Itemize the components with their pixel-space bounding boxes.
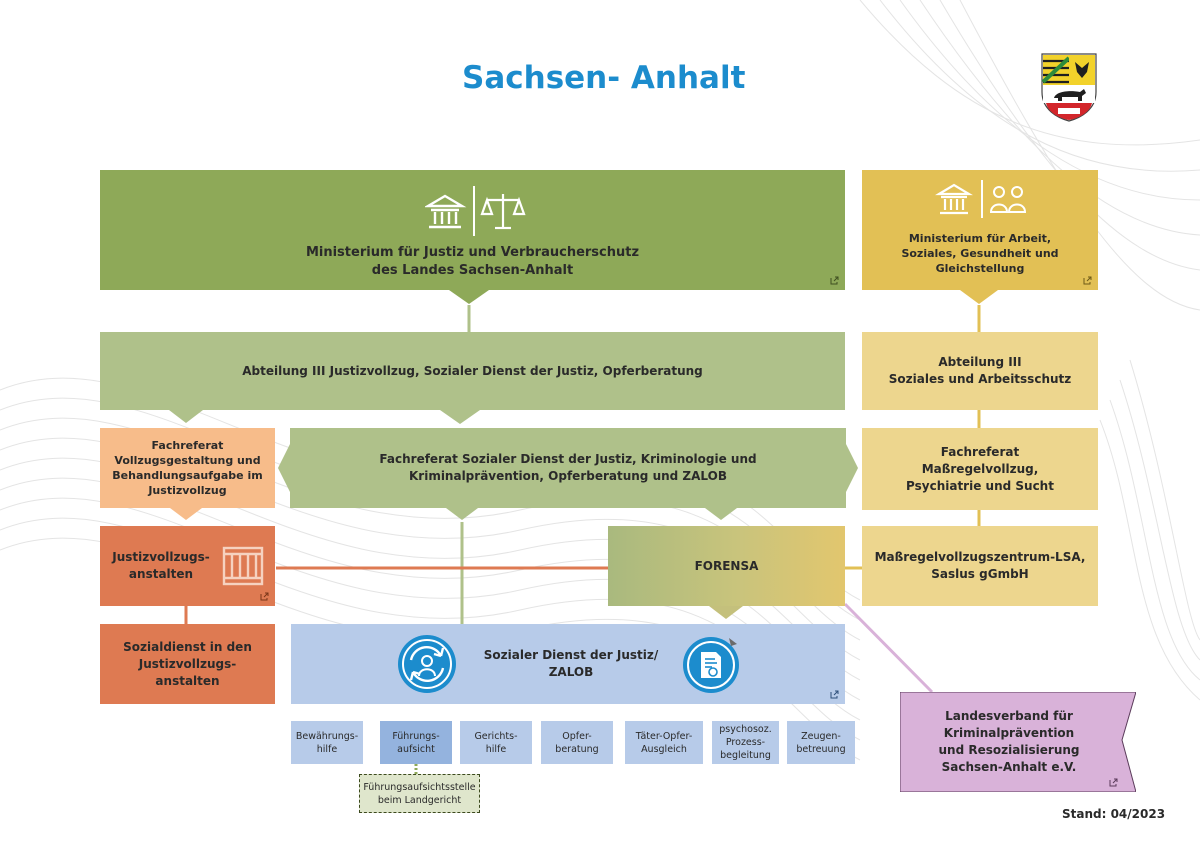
ministry-icons-labour (935, 180, 1027, 218)
unit-social-service-label: Fachreferat Sozialer Dienst der Justiz, … (379, 452, 757, 483)
ministry-building-icon (425, 194, 467, 229)
ministry-icons (425, 186, 526, 236)
scales-justice-icon (480, 194, 526, 230)
service-court-aid: Gerichts- hilfe (460, 721, 532, 764)
arrow-unit-prison-design (170, 508, 202, 520)
ministry-justice-label: Ministerium für Justiz und Verbrauchersc… (305, 245, 640, 278)
ministry-building-icon (935, 183, 973, 215)
arrow-unit-social-left (446, 508, 478, 520)
status-date: Stand: 04/2023 (1062, 807, 1166, 821)
external-link-icon[interactable] (1109, 778, 1118, 787)
arrow-ministry-labour (960, 290, 998, 304)
people-group-icon (989, 186, 1027, 213)
association-shape (900, 692, 1136, 792)
ministry-labour-box: Ministerium für Arbeit, Soziales, Gesund… (862, 170, 1098, 290)
prison-social-service-box: Sozialdienst in den Justizvollzugs- anst… (100, 624, 275, 704)
justice-social-service-label: Sozialer Dienst der Justiz/ ZALOB (483, 648, 659, 679)
association-label: Landesverband für Kriminalprävention und… (938, 709, 1080, 774)
arrow-department-center (440, 410, 480, 424)
arrow-forensa (709, 606, 743, 619)
page-title: Sachsen- Anhalt (462, 60, 746, 96)
service-mediation: Täter-Opfer- Ausgleich (625, 721, 703, 764)
unit-social-service-shape (278, 428, 858, 508)
external-link-icon[interactable] (260, 592, 269, 601)
unit-forensic-box: Fachreferat Maßregelvollzug, Psychiatrie… (862, 428, 1098, 510)
ministry-labour-label: Ministerium für Arbeit, Soziales, Gesund… (901, 231, 1059, 275)
prisons-label: Justizvollzugs- anstalten (112, 550, 210, 581)
supervision-office-box: Führungsaufsichtsstelle beim Landgericht (359, 774, 480, 813)
forensa-label: FORENSA (694, 558, 759, 573)
forensic-center-box: Maßregelvollzugszentrum-LSA, Saslus gGmb… (862, 526, 1098, 606)
external-link-icon[interactable] (830, 276, 839, 285)
service-witness-care: Zeugen- betreuung (787, 721, 855, 764)
service-probation: Bewährungs- hilfe (291, 721, 363, 764)
arrow-department-left (169, 410, 203, 423)
arrow-unit-social-right (705, 508, 737, 520)
department-justice-box: Abteilung III Justizvollzug, Sozialer Di… (100, 332, 845, 410)
justice-social-service-box: Sozialer Dienst der Justiz/ ZALOB (291, 624, 845, 704)
ministry-justice-box: Ministerium für Justiz und Verbrauchersc… (100, 170, 845, 290)
unit-prison-design-box: Fachreferat Vollzugsgestaltung und Behan… (100, 428, 275, 508)
prisons-box: Justizvollzugs- anstalten (100, 526, 275, 606)
external-link-icon[interactable] (830, 690, 839, 699)
department-social-box: Abteilung III Soziales und Arbeitsschutz (862, 332, 1098, 410)
service-supervision: Führungs- aufsicht (380, 721, 452, 764)
prison-bars-icon (222, 546, 264, 586)
forensa-box: FORENSA (608, 526, 845, 606)
external-link-icon[interactable] (1083, 276, 1092, 285)
cycle-person-icon (398, 635, 456, 693)
service-process-support: psychosoz. Prozess- begleitung (712, 721, 779, 764)
service-victim-counseling: Opfer- beratung (541, 721, 613, 764)
coat-of-arms-icon (1041, 53, 1097, 122)
document-contract-icon (683, 637, 739, 693)
arrow-ministry-justice (449, 290, 489, 304)
